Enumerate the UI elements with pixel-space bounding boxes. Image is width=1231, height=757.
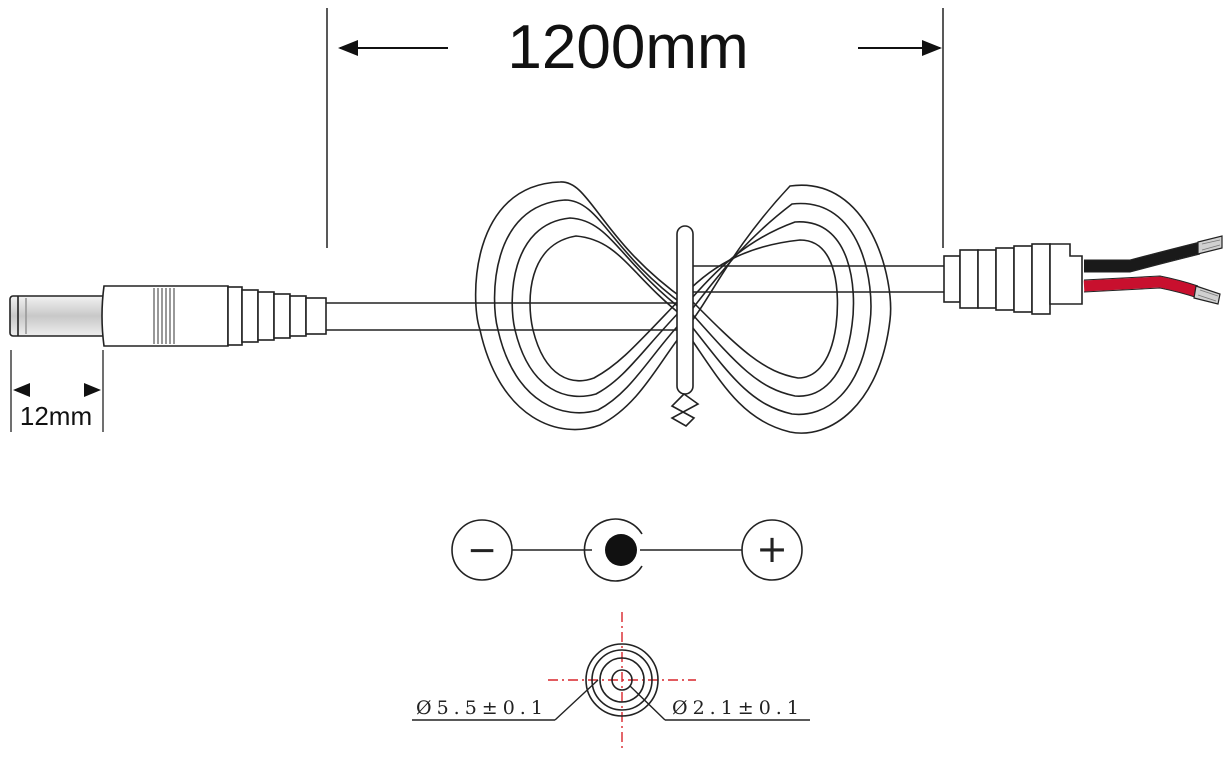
length-dimension: 1200mm — [326, 8, 944, 248]
grip-ribs — [153, 288, 175, 344]
positive-symbol: + — [756, 527, 788, 571]
black-wire-outline — [1084, 241, 1201, 273]
outer-diameter-spec: Ø5.5±0.1 — [416, 697, 548, 719]
sleeve-arc — [583, 518, 643, 582]
cable-right-run — [690, 265, 946, 293]
plug-strain-relief — [227, 286, 327, 346]
positive-terminal — [741, 519, 803, 581]
plug-body — [101, 285, 229, 347]
plug-length-dimension: 12mm — [10, 350, 104, 432]
cable-length-label: 1200mm — [507, 13, 748, 82]
black-wire-copper — [1197, 235, 1223, 255]
cable-tie — [670, 225, 700, 427]
center-pin-dot — [605, 534, 637, 566]
red-wire — [1083, 276, 1200, 298]
polarity-diagram: − + — [451, 518, 803, 582]
cable-end-strain-relief — [943, 243, 1083, 315]
dc-plug — [9, 285, 327, 347]
plug-tip — [9, 295, 107, 337]
outer-leader — [554, 679, 599, 721]
lead-wires — [1083, 235, 1223, 305]
inner-leader — [629, 685, 666, 721]
inner-diameter-spec: Ø2.1±0.1 — [672, 697, 804, 719]
negative-symbol: − — [467, 530, 497, 571]
cable — [326, 265, 946, 331]
negative-terminal — [451, 519, 513, 581]
plug-length-label: 12mm — [20, 401, 92, 431]
black-wire — [1084, 242, 1202, 272]
plug-end-view: Ø5.5±0.1 Ø2.1±0.1 — [412, 612, 810, 752]
